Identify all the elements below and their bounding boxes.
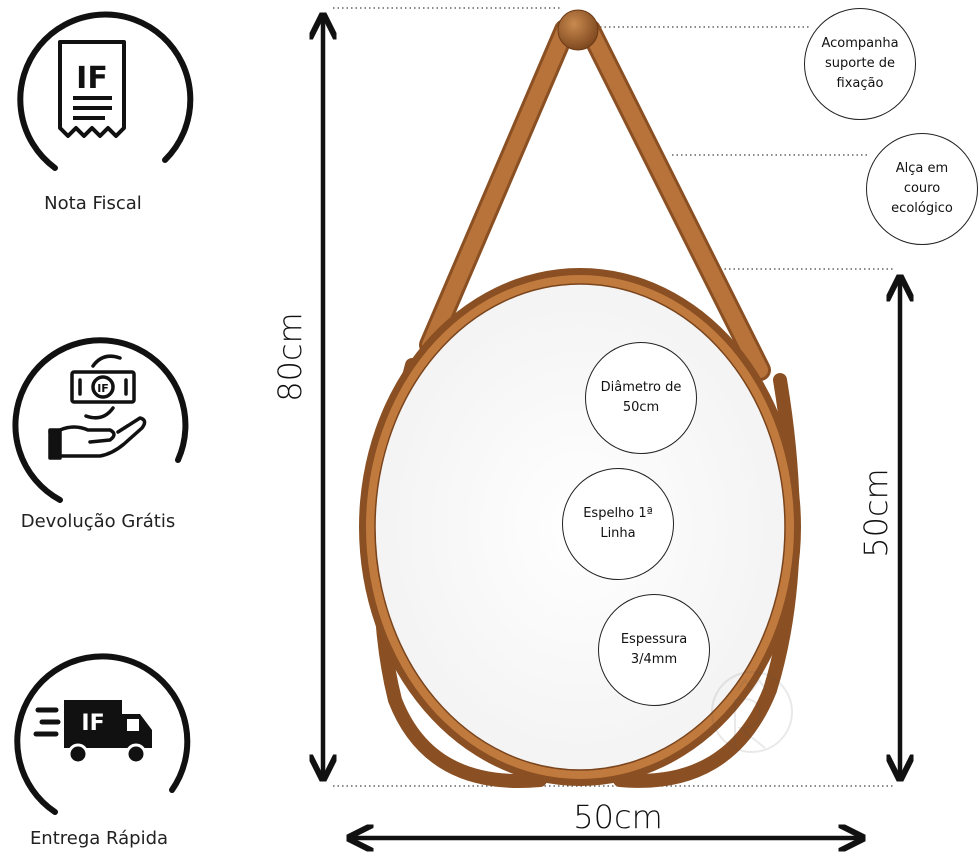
callout-diameter-line: Diâmetro de — [600, 380, 682, 395]
dimension-mirror-height: 50cm — [857, 468, 895, 558]
callout-strap-line: Alça em — [895, 161, 949, 176]
badge-label-invoice: Nota Fiscal — [44, 193, 142, 214]
wall-hook-knob — [557, 9, 599, 51]
callout-support-line: fixação — [836, 76, 884, 91]
callout-strap-bubble: Alça em couro ecológico — [866, 133, 978, 245]
dimension-width: 50cm — [573, 798, 663, 836]
badge-label-fast-delivery: Entrega Rápida — [29, 828, 169, 849]
callout-thickness-line: Espessura — [620, 632, 688, 647]
dimension-arrows — [323, 18, 900, 838]
callout-mirror-bubble: Espelho 1ª Linha — [562, 468, 674, 580]
watermark-logo — [711, 671, 793, 753]
callout-diameter-line: 50cm — [622, 400, 660, 415]
receipt-icon-text: IF — [76, 61, 108, 96]
callout-support-line: Acompanha — [821, 36, 899, 51]
callout-support-line: suporte de — [824, 56, 896, 71]
callout-strap-line: couro — [903, 181, 941, 196]
callout-mirror-line: Espelho 1ª — [583, 506, 653, 521]
money-icon-text: IF — [97, 382, 109, 395]
callout-mirror-line: Linha — [600, 526, 636, 541]
callout-diameter-bubble: Diâmetro de 50cm — [585, 342, 697, 454]
money-return-hand-icon — [48, 354, 147, 460]
callout-thickness-bubble: Espessura 3/4mm — [598, 594, 710, 706]
dimension-total-height: 80cm — [271, 312, 309, 402]
callout-support-bubble: Acompanha suporte de fixação — [804, 8, 916, 120]
receipt-icon — [58, 40, 126, 138]
callout-thickness-line: 3/4mm — [630, 652, 678, 667]
truck-icon-text: IF — [81, 711, 104, 736]
callout-strap-line: ecológico — [891, 201, 953, 216]
badge-rings — [12, 11, 194, 815]
delivery-truck-icon — [33, 700, 152, 765]
badge-label-free-return: Devolução Grátis — [20, 511, 176, 532]
